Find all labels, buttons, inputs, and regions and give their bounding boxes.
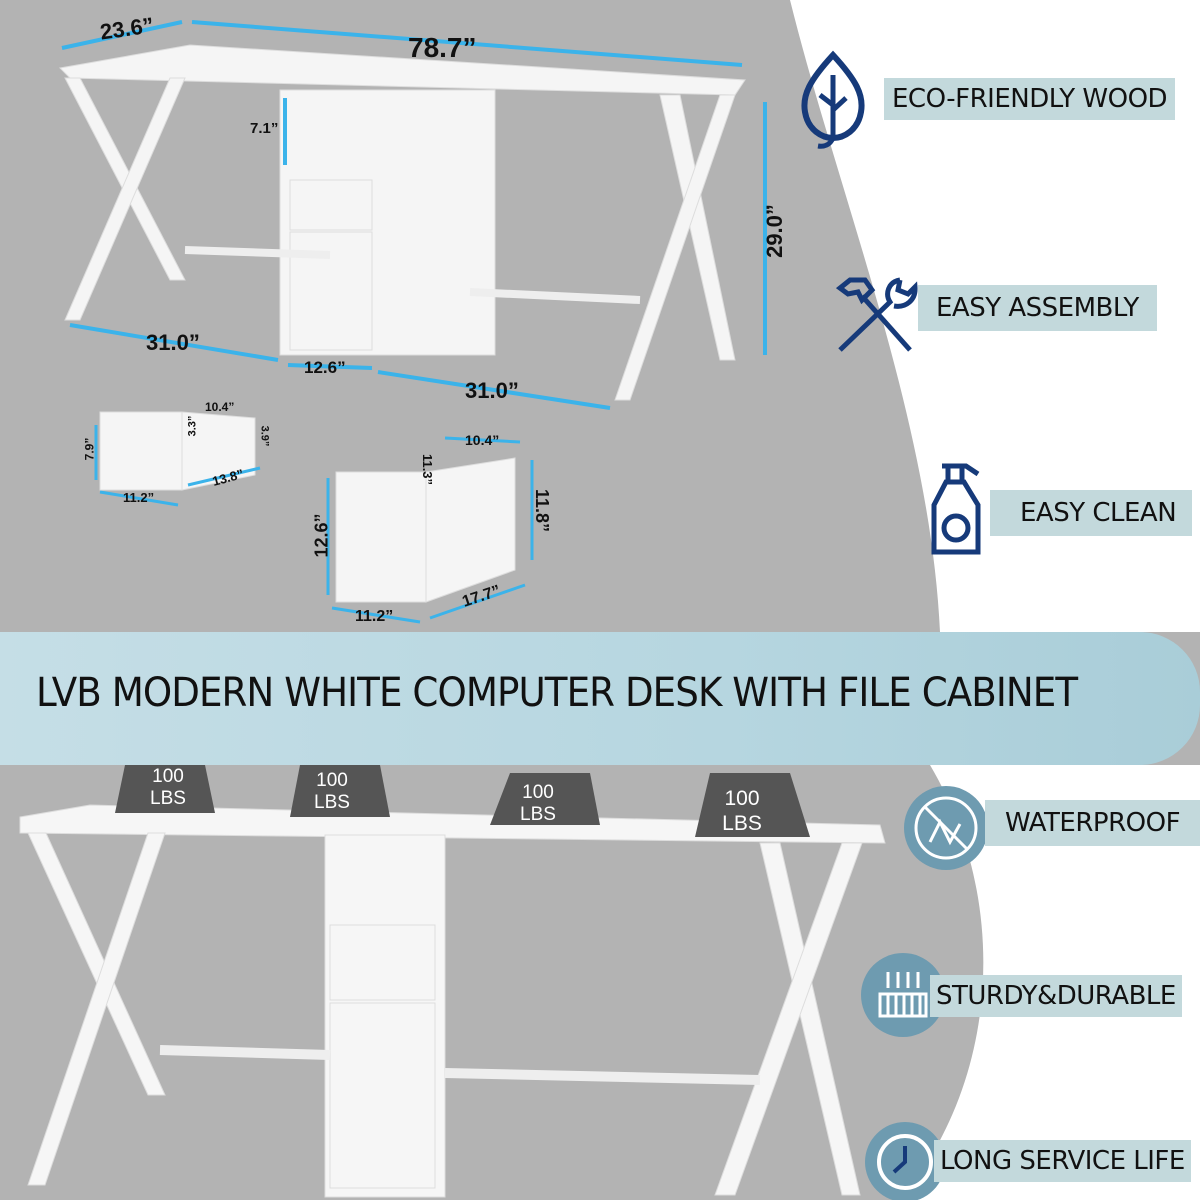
weight-value: 100 [522,782,554,803]
feature-waterproof: WATERPROOF [985,800,1200,846]
dim-file-drawer-front: 12.6” [311,513,332,558]
dim-small-drawer-width: 11.2” [123,490,155,505]
weight-unit: LBS [722,812,762,835]
leaf-icon [801,50,865,149]
waterproof-icon [904,786,988,870]
title-banner: LVB MODERN WHITE COMPUTER DESK WITH FILE… [0,632,1200,765]
banner-title: LVB MODERN WHITE COMPUTER DESK WITH FILE… [36,670,1078,716]
weight-value: 100 [724,787,760,810]
weight-unit: LBS [520,804,556,825]
tools-icon [835,277,918,352]
weight-value: 100 [152,766,184,787]
dim-right-span: 31.0” [465,378,519,403]
dim-left-span: 31.0” [146,330,200,355]
spray-bottle-icon [931,463,981,555]
feature-easy-assembly: EASY ASSEMBLY [918,285,1157,331]
dim-cabinet-width: 12.6” [304,358,346,377]
dim-shelf-height: 7.1” [250,120,279,137]
weight-unit: LBS [150,788,186,809]
weight-unit: LBS [314,792,350,813]
feature-eco-friendly-wood: ECO-FRIENDLY WOOD [884,78,1176,120]
desk-load-illustration [19,765,886,1198]
dim-file-drawer-top: 10.4” [465,432,500,448]
dim-small-drawer-top: 10.4” [205,400,235,414]
dim-desk-length: 78.7” [408,32,477,63]
dim-small-drawer-side: 3.9” [258,425,271,447]
dim-file-drawer-inner: 11.3” [420,453,436,486]
dim-small-drawer-inner: 3.3” [186,415,199,437]
clock-icon [865,1122,945,1200]
sturdy-icon [861,953,945,1037]
dim-file-drawer-side: 11.8” [532,488,553,533]
dim-file-drawer-width: 11.2” [355,608,394,625]
desk-dimension-illustration [58,20,767,624]
dim-desk-height: 29.0” [761,204,787,258]
dim-small-drawer-front: 7.9” [82,437,97,461]
feature-sturdy-durable: STURDY&DURABLE [930,975,1182,1017]
weight-value: 100 [316,770,348,791]
feature-easy-clean: EASY CLEAN [990,490,1193,536]
feature-long-service-life: LONG SERVICE LIFE [934,1140,1191,1182]
